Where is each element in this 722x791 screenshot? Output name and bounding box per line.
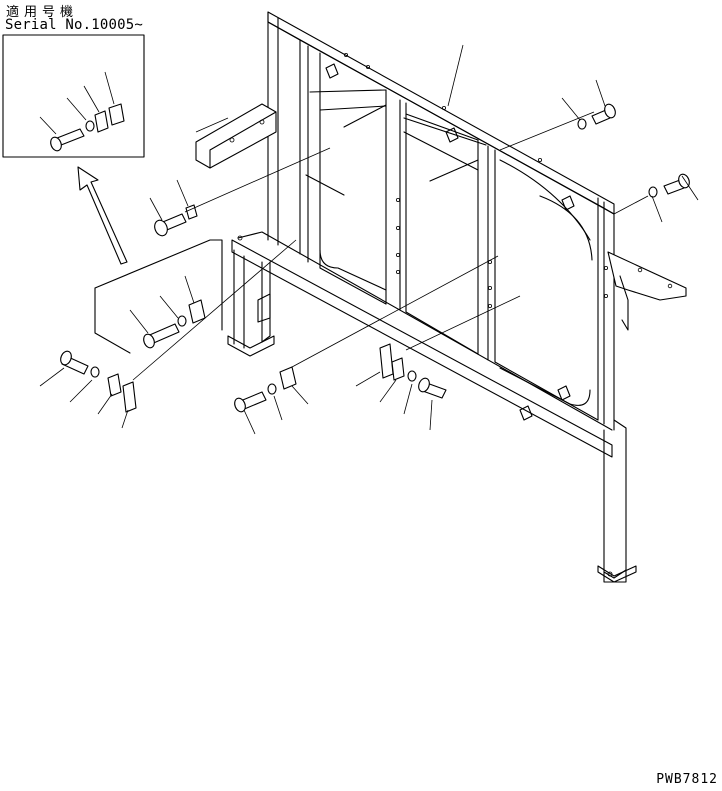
applicable-serial-label: 適用号機	[6, 5, 79, 20]
plate-lower-right	[391, 357, 405, 381]
bolt-top-right	[577, 103, 616, 130]
bolt-lower-right	[379, 343, 447, 399]
bolt-holes	[237, 53, 613, 577]
right-side-bracket	[607, 251, 687, 331]
washer-lower-right	[407, 370, 417, 382]
serial-range-label: Serial No.10005~	[5, 17, 144, 33]
washer-top-right	[577, 118, 587, 130]
drawing-code: PWB7812	[656, 772, 718, 787]
plate-lower-middle	[279, 366, 297, 390]
bolt-right	[648, 173, 690, 198]
leader-lines	[39, 44, 699, 435]
inset-plate-a	[94, 110, 109, 133]
clip-lower-right	[379, 343, 394, 379]
inset-plate-b	[108, 103, 125, 126]
nut-upper-left	[185, 204, 198, 220]
bolt-lower-left	[60, 350, 137, 413]
bolt-upper-left	[154, 204, 198, 237]
washer-lower-middle	[267, 383, 277, 395]
serial-inset-box	[2, 34, 145, 158]
callout-plate	[188, 299, 206, 324]
callout-bolt	[143, 323, 180, 349]
inset-bolt	[50, 128, 85, 152]
inset-washer	[85, 120, 95, 132]
washer-lower-left	[90, 366, 100, 378]
radiator-guard-frame	[227, 11, 637, 583]
washer-right	[648, 186, 658, 198]
plate-lower-left	[107, 373, 122, 397]
bolt-lower-middle	[234, 366, 297, 413]
clip-lower-left	[122, 381, 137, 413]
callout-washer	[177, 315, 187, 327]
reference-arrow	[77, 166, 128, 265]
callout-outline	[94, 239, 223, 354]
upper-left-bracket	[195, 103, 277, 169]
hardware-parts	[60, 103, 690, 413]
